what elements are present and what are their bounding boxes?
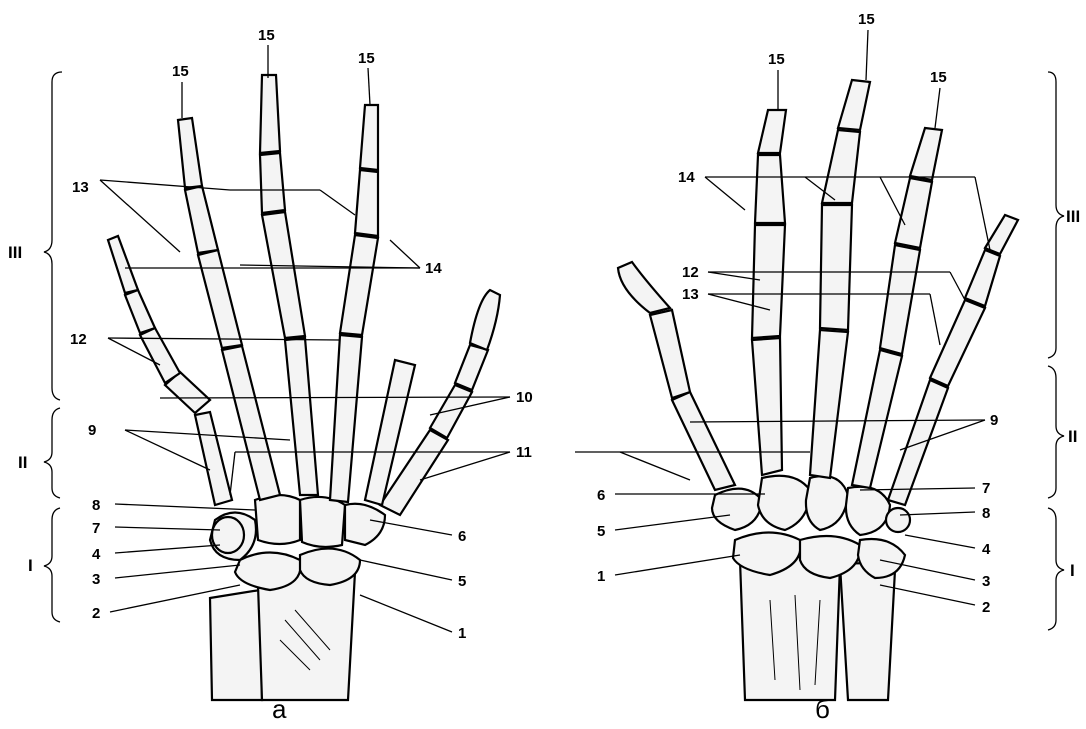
label-right-1: 1 xyxy=(597,568,605,585)
label-left-13: 13 xyxy=(72,179,89,196)
region-label-right-II: II xyxy=(1068,427,1077,446)
region-label-right-III: III xyxy=(1066,207,1080,226)
label-left-15-b: 15 xyxy=(258,27,275,44)
label-left-15-a: 15 xyxy=(172,63,189,80)
region-label-right-I: I xyxy=(1070,561,1075,580)
label-right-5: 5 xyxy=(597,523,605,540)
label-right-3: 3 xyxy=(982,573,990,590)
label-right-4: 4 xyxy=(982,541,991,558)
label-right-6: 6 xyxy=(597,487,605,504)
label-left-7: 7 xyxy=(92,520,100,537)
label-left-14: 14 xyxy=(425,260,442,277)
label-left-2: 2 xyxy=(92,605,100,622)
label-right-8: 8 xyxy=(982,505,990,522)
caption-a: а xyxy=(272,694,287,724)
label-right-15-c: 15 xyxy=(930,69,947,86)
label-right-2: 2 xyxy=(982,599,990,616)
label-left-8: 8 xyxy=(92,497,100,514)
label-left-12: 12 xyxy=(70,331,87,348)
label-left-4: 4 xyxy=(92,546,101,563)
label-left-1: 1 xyxy=(458,625,466,642)
label-left-6: 6 xyxy=(458,528,466,545)
label-right-15-a: 15 xyxy=(768,51,785,68)
label-right-13: 13 xyxy=(682,286,699,303)
brace-left xyxy=(44,72,62,622)
label-right-14: 14 xyxy=(678,169,695,186)
label-left-5: 5 xyxy=(458,573,466,590)
label-left-9: 9 xyxy=(88,422,96,439)
hand-left-illustration xyxy=(108,75,500,700)
label-right-12: 12 xyxy=(682,264,699,281)
label-left-11: 11 xyxy=(516,444,532,461)
label-right-7: 7 xyxy=(982,480,990,497)
label-left-3: 3 xyxy=(92,571,100,588)
label-left-15-c: 15 xyxy=(358,50,375,67)
region-label-left-I: I xyxy=(28,556,33,575)
region-label-left-III: III xyxy=(8,243,22,262)
label-left-10: 10 xyxy=(516,389,533,406)
label-right-9: 9 xyxy=(990,412,998,429)
region-label-left-II: II xyxy=(18,453,27,472)
label-right-15-b: 15 xyxy=(858,11,875,28)
caption-b: б xyxy=(815,694,830,724)
brace-right xyxy=(1048,72,1064,630)
